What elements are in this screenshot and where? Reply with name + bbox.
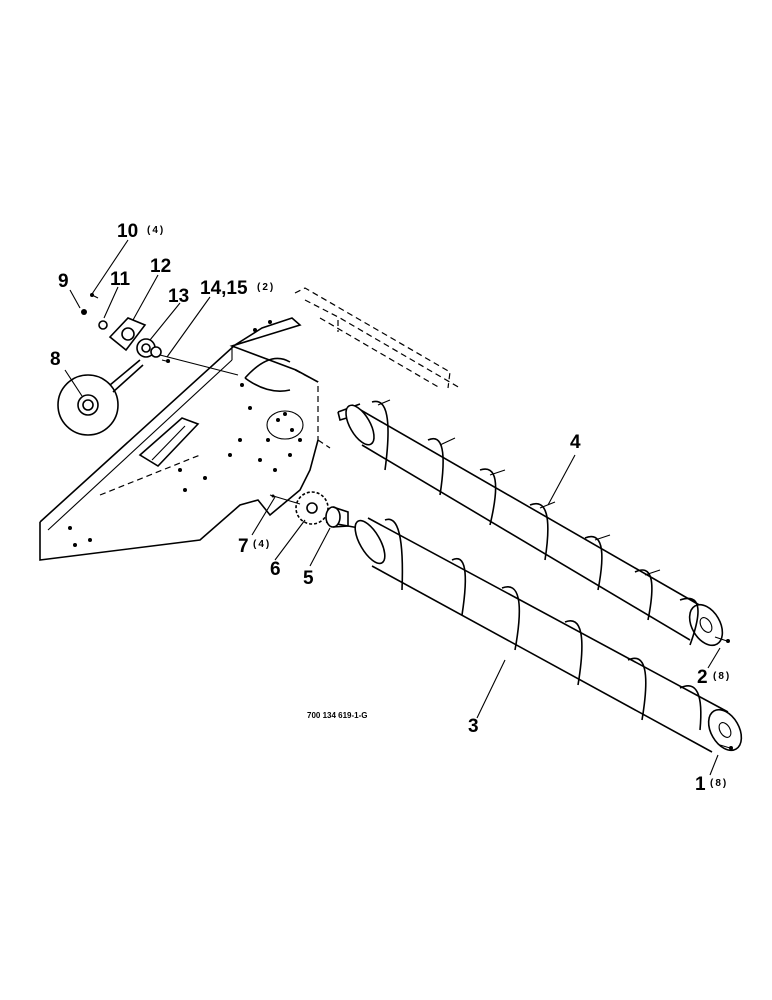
callout-number: 4: [570, 432, 581, 453]
callout-10: 10 (4): [117, 221, 165, 242]
callout-qty: (4): [147, 225, 165, 236]
callout-number: 11: [110, 269, 131, 290]
callout-number: 5: [303, 568, 314, 589]
leader-lines: [64, 239, 721, 776]
callout-14-15: 14,15 (2): [200, 278, 275, 299]
callout-5: 5: [303, 568, 314, 589]
callout-number: 3: [468, 716, 479, 737]
upper-auger: [337, 399, 724, 647]
bearing-assembly: [57, 293, 239, 436]
callout-qty: (4): [253, 539, 271, 550]
header-frame-outline: [294, 287, 461, 449]
callout-qty: (8): [713, 671, 731, 682]
callout-6: 6: [270, 559, 281, 580]
callout-2: 2 (8): [697, 667, 731, 688]
drive-sprocket: [269, 491, 349, 528]
callout-number: 12: [150, 256, 171, 277]
callout-13: 13: [168, 286, 189, 307]
callout-number: 7: [238, 536, 249, 557]
callout-7: 7 (4): [238, 536, 271, 557]
callout-number: 1: [695, 774, 706, 795]
callout-8: 8: [50, 349, 61, 370]
callout-number: 9: [58, 271, 69, 292]
callout-number: 10: [117, 221, 138, 242]
figure-id: 700 134 619-1-G: [307, 711, 368, 720]
callout-9: 9: [58, 271, 69, 292]
lower-auger: [325, 517, 743, 753]
callout-number: 14,15: [200, 278, 248, 299]
callout-qty: (8): [710, 778, 728, 789]
callout-number: 8: [50, 349, 61, 370]
callout-3: 3: [468, 716, 479, 737]
callout-11: 11: [110, 269, 131, 290]
callout-12: 12: [150, 256, 171, 277]
callout-qty: (2): [257, 282, 275, 293]
end-bolts: [714, 636, 733, 750]
callout-number: 13: [168, 286, 189, 307]
callout-number: 6: [270, 559, 281, 580]
callout-1: 1 (8): [695, 774, 728, 795]
callout-number: 2: [697, 667, 708, 688]
callout-4: 4: [570, 432, 581, 453]
side-sheet-panel: [39, 317, 319, 561]
